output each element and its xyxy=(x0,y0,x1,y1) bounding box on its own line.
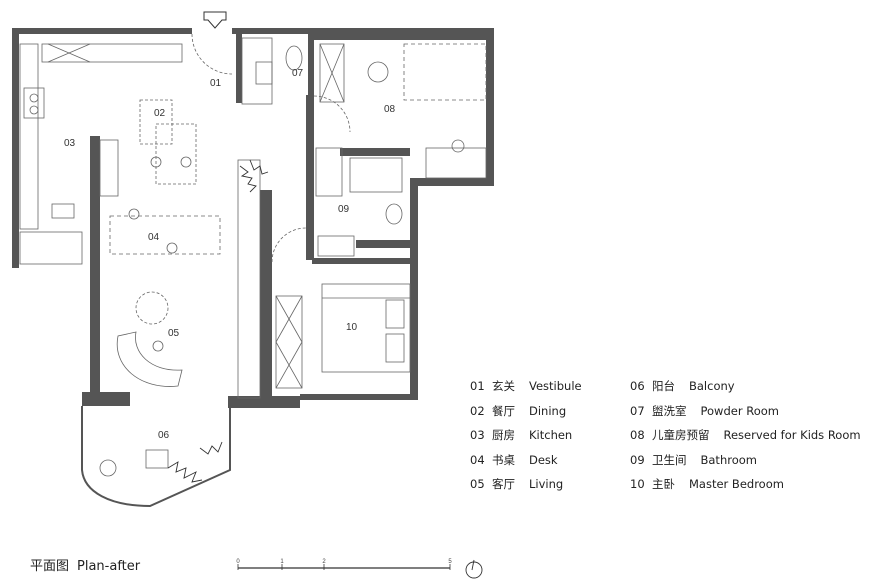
legend-num: 04 xyxy=(470,452,485,467)
legend-zh: 主卧 xyxy=(652,477,675,491)
legend-item: 09 卫生间 Bathroom xyxy=(630,452,757,468)
room-label: 06 xyxy=(158,430,170,441)
legend-zh: 儿童房预留 xyxy=(652,428,710,442)
legend-item: 02 餐厅 Dining xyxy=(470,403,566,419)
legend-zh: 卫生间 xyxy=(652,452,687,467)
legend-item: 03 厨房 Kitchen xyxy=(470,427,572,443)
scale-label-5: 5 xyxy=(448,559,452,565)
scale-label-0: 0 xyxy=(236,559,240,565)
caption-zh: 平面图 xyxy=(30,559,70,574)
legend-zh: 阳台 xyxy=(652,379,675,393)
legend-en: Vestibule xyxy=(529,379,582,393)
legend-en: Bathroom xyxy=(700,452,757,467)
legend-en: Desk xyxy=(529,452,558,467)
room-label: 03 xyxy=(64,138,76,149)
room-label: 02 xyxy=(154,108,166,119)
room-label: 05 xyxy=(168,328,180,339)
legend-num: 06 xyxy=(630,379,645,393)
legend-en: Living xyxy=(529,477,564,491)
room-label: 08 xyxy=(384,104,396,115)
legend-num: 01 xyxy=(470,379,485,393)
legend-en: Master Bedroom xyxy=(689,477,784,491)
legend-item: 04 书桌 Desk xyxy=(470,452,558,468)
legend-zh: 玄关 xyxy=(492,379,515,393)
plan-plants xyxy=(167,159,269,483)
room-label: 07 xyxy=(292,68,304,79)
legend-en: Reserved for Kids Room xyxy=(723,428,861,442)
legend-item: 05 客厅 Living xyxy=(470,476,563,492)
scale-bar: 0 1 2 5 xyxy=(236,559,483,579)
legend-item: 07 盥洗室 Powder Room xyxy=(630,403,779,419)
scale-label-2: 2 xyxy=(322,559,326,565)
plan-furniture xyxy=(19,33,487,508)
room-label: 04 xyxy=(148,232,160,243)
legend-en: Balcony xyxy=(689,379,735,393)
legend-en: Dining xyxy=(529,403,567,418)
room-label: 01 xyxy=(210,78,222,89)
room-labels: 01 02 03 04 05 06 07 08 09 10 xyxy=(64,68,396,441)
scale-label-1: 1 xyxy=(280,559,284,565)
legend-num: 08 xyxy=(630,428,645,442)
legend-zh: 盥洗室 xyxy=(652,403,687,418)
legend-num: 05 xyxy=(470,477,485,491)
legend-item: 06 阳台 Balcony xyxy=(630,378,735,394)
legend-item: 10 主卧 Master Bedroom xyxy=(630,476,784,492)
north-arrow-icon xyxy=(465,559,483,579)
legend-en: Powder Room xyxy=(700,403,779,418)
room-label: 10 xyxy=(346,322,358,333)
legend-num: 09 xyxy=(630,452,645,467)
legend-zh: 餐厅 xyxy=(492,403,515,418)
legend-num: 03 xyxy=(470,428,485,442)
legend-en: Kitchen xyxy=(529,428,573,442)
legend-num: 07 xyxy=(630,403,645,418)
plan-caption: 平面图 Plan-after xyxy=(30,555,140,574)
legend-zh: 书桌 xyxy=(492,452,515,467)
legend-zh: 厨房 xyxy=(492,428,515,442)
legend-num: 10 xyxy=(630,477,645,491)
legend-zh: 客厅 xyxy=(492,477,515,491)
caption-en: Plan-after xyxy=(77,559,141,574)
room-label: 09 xyxy=(338,204,350,215)
legend-item: 01 玄关 Vestibule xyxy=(470,378,582,394)
entry-arrow-icon xyxy=(203,11,227,29)
legend-num: 02 xyxy=(470,403,485,418)
legend-item: 08 儿童房预留 Reserved for Kids Room xyxy=(630,427,861,443)
plan-walls xyxy=(12,28,494,408)
